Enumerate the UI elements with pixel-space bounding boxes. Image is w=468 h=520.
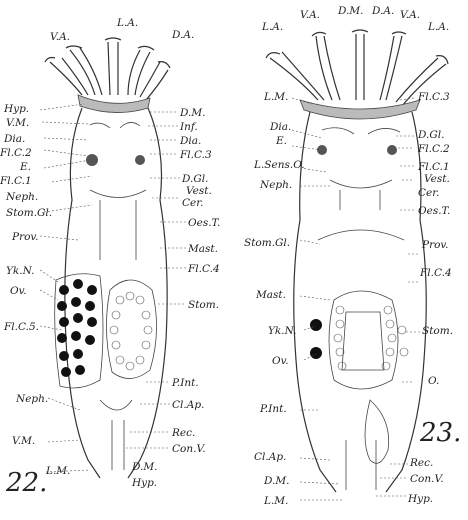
fig22-label-dia-right: Dia.	[180, 136, 201, 147]
fig22-label-inf: Inf.	[180, 122, 198, 133]
fig22-label-conv: Con.V.	[172, 444, 206, 455]
fig23-label-ov: Ov.	[272, 356, 289, 367]
fig23-label-e: E.	[276, 136, 287, 147]
fig23-label-dm-bottom: D.M.	[264, 476, 289, 487]
fig23-number: 23.	[420, 420, 461, 446]
fig22-label-va: V.A.	[50, 32, 70, 43]
fig22-label-vest: Vest.	[186, 186, 212, 197]
fig23-label-da: D.A.	[372, 6, 394, 17]
fig23-label-flc2: Fl.C.2	[418, 144, 450, 155]
fig23-label-neph: Neph.	[260, 180, 292, 191]
fig23-label-flc3: Fl.C.3	[418, 92, 450, 103]
fig22-label-rec: Rec.	[172, 428, 195, 439]
fig22-label-hyp: Hyp.	[4, 104, 29, 115]
fig23-label-rec: Rec.	[410, 458, 433, 469]
fig22-label-ov: Ov.	[10, 286, 27, 297]
fig22-label-vm: V.M.	[6, 118, 29, 129]
fig22-label-cer: Cer.	[182, 198, 203, 209]
fig23-label-lm-bottom: L.M.	[264, 496, 288, 507]
fig22-label-flc3: Fl.C.3	[180, 150, 212, 161]
fig22-label-la: L.A.	[117, 18, 138, 29]
fig23-label-cer: Cer.	[418, 188, 439, 199]
fig23-label-la-right: L.A.	[428, 22, 449, 33]
fig23-label-vest: Vest.	[424, 174, 450, 185]
fig23-label-hyp: Hyp.	[408, 494, 433, 505]
figure-22-drawing	[40, 38, 186, 478]
fig23-label-pint: P.Int.	[260, 404, 287, 415]
fig22-label-stom: Stom.	[188, 300, 219, 311]
fig23-label-oest: Oes.T.	[418, 206, 450, 217]
fig22-label-vm-bottom: V.M.	[12, 436, 35, 447]
fig23-label-flc1: Fl.C.1	[418, 162, 450, 173]
fig22-label-flc2: Fl.C.2	[0, 148, 32, 159]
fig22-label-e: E.	[20, 162, 31, 173]
fig23-label-dgl: D.Gl.	[418, 130, 444, 141]
fig23-label-prov: Prov.	[422, 240, 448, 251]
fig23-label-dm-top: D.M.	[338, 6, 363, 17]
fig23-label-la-left: L.A.	[262, 22, 283, 33]
fig22-label-stomgl: Stom.Gl.	[6, 208, 52, 219]
fig22-label-neph-bottom: Neph.	[16, 394, 48, 405]
fig22-label-neph-top: Neph.	[6, 192, 38, 203]
fig22-label-mast: Mast.	[188, 244, 218, 255]
fig22-label-pint: P.Int.	[172, 378, 199, 389]
fig22-number: 22.	[6, 470, 47, 496]
fig23-label-ykn: Yk.N.	[268, 326, 297, 337]
fig22-label-dgl: D.Gl.	[182, 174, 208, 185]
fig23-label-o: O.	[428, 376, 439, 387]
fig23-label-clap: Cl.Ap.	[254, 452, 286, 463]
fig22-label-clap: Cl.Ap.	[172, 400, 204, 411]
fig23-label-va-right: V.A.	[400, 10, 420, 21]
fig23-label-flc4: Fl.C.4	[420, 268, 452, 279]
fig22-label-dm-top: D.M.	[180, 108, 205, 119]
fig23-label-mast: Mast.	[256, 290, 286, 301]
fig22-label-dm-bottom: D.M.	[132, 462, 157, 473]
fig23-label-stomgl: Stom.Gl.	[244, 238, 290, 249]
fig22-label-hyp-bottom: Hyp.	[132, 478, 157, 489]
fig22-label-oest: Oes.T.	[188, 218, 220, 229]
fig23-label-lsenso: L.Sens.O.	[254, 160, 305, 171]
fig22-label-lm: L.M.	[46, 466, 70, 477]
fig22-label-flc4: Fl.C.4	[188, 264, 220, 275]
fig22-label-dia-left: Dia.	[4, 134, 25, 145]
fig23-label-va-left: V.A.	[300, 10, 320, 21]
fig23-label-lm-top: L.M.	[264, 92, 288, 103]
fig23-label-conv: Con.V.	[410, 474, 444, 485]
fig23-label-dia: Dia.	[270, 122, 291, 133]
fig22-label-prov: Prov.	[12, 232, 38, 243]
fig22-label-flc1: Fl.C.1	[0, 176, 32, 187]
fig22-label-ykn: Yk.N.	[6, 266, 35, 277]
fig23-label-stom: Stom.	[422, 326, 453, 337]
fig22-label-flc5: Fl.C.5.	[4, 322, 39, 333]
fig22-label-da: D.A.	[172, 30, 194, 41]
